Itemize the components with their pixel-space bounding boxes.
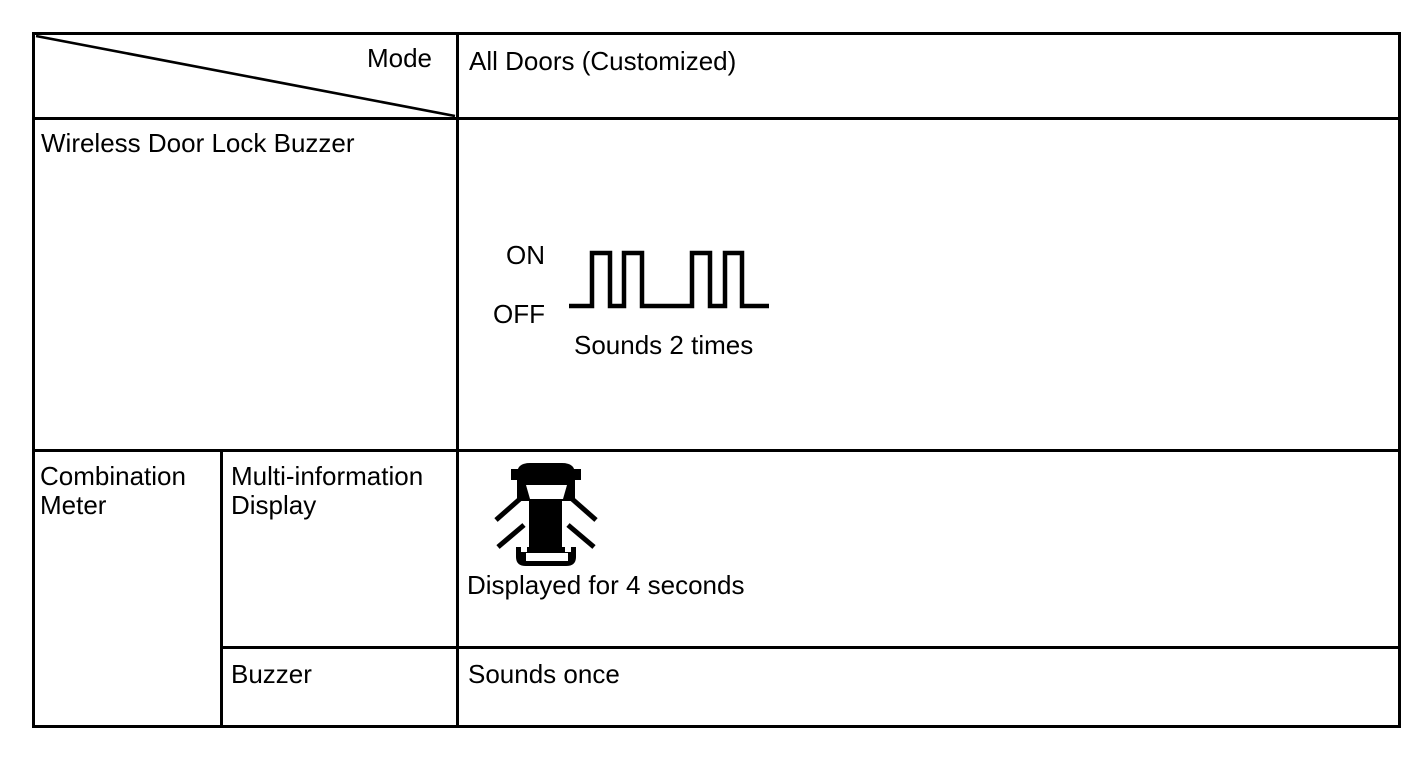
multi-information-display-caption: Displayed for 4 seconds <box>467 570 745 600</box>
header-mode-cell: Mode <box>35 35 456 117</box>
combination-meter-label: Combination Meter <box>40 461 186 520</box>
buzzer-label: Buzzer <box>231 659 312 689</box>
multi-information-display-content-cell: Displayed for 4 seconds <box>459 452 1398 646</box>
multi-information-display-label: Multi-information Display <box>231 461 424 520</box>
buzzer-label-cell: Buzzer <box>223 649 456 725</box>
multi-information-display-label-cell: Multi-information Display <box>223 452 456 646</box>
header-mode-value-cell: All Doors (Customized) <box>459 35 1398 117</box>
waveform-on-label: ON <box>506 240 545 270</box>
waveform-off-label: OFF <box>493 299 545 329</box>
buzzer-waveform-cell: ON OFF Sounds 2 times <box>459 120 1398 449</box>
wireless-door-lock-buzzer-label: Wireless Door Lock Buzzer <box>41 128 355 158</box>
buzzer-value-cell: Sounds once <box>459 649 1398 725</box>
diagonal-divider-line <box>35 35 456 117</box>
mode-label: Mode <box>366 43 432 73</box>
buzzer-value: Sounds once <box>468 659 620 689</box>
mode-value: All Doors (Customized) <box>469 46 737 76</box>
waveform-caption: Sounds 2 times <box>574 330 754 360</box>
customize-function-table: Mode All Doors (Customized) Wireless Doo… <box>32 32 1401 728</box>
wireless-door-lock-buzzer-label-cell: Wireless Door Lock Buzzer <box>35 120 456 449</box>
combination-meter-label-cell: Combination Meter <box>35 452 220 725</box>
buzzer-pulse-waveform-icon <box>569 250 769 309</box>
car-doors-open-icon <box>494 463 598 566</box>
